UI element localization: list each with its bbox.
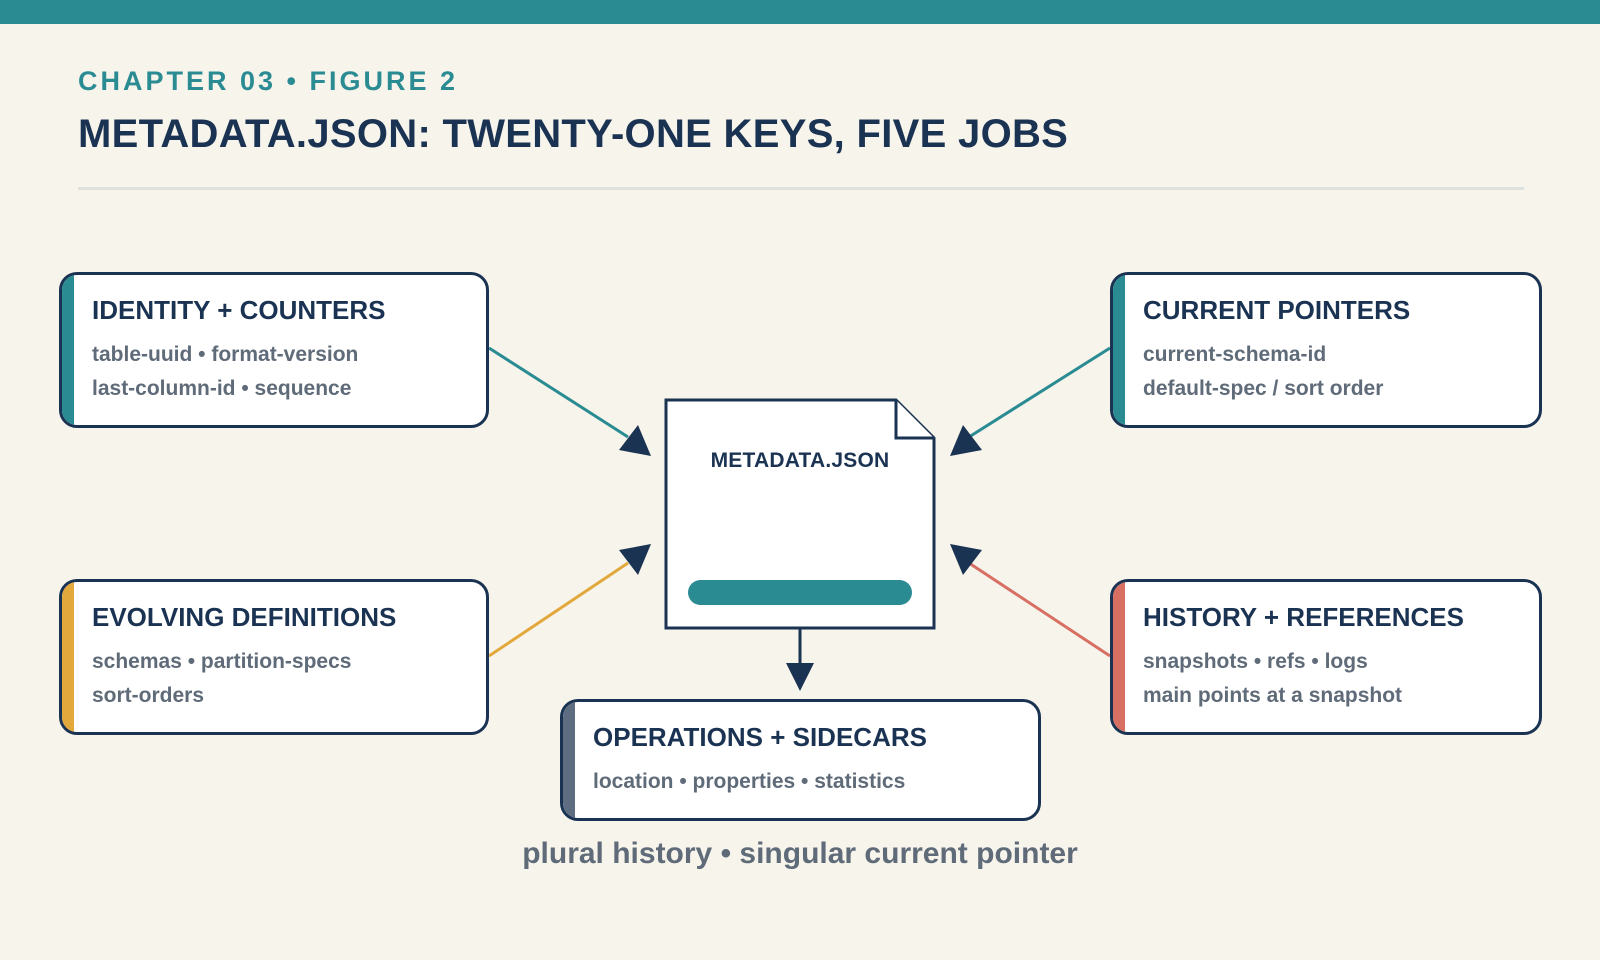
chapter-figure-label: CHAPTER 03 • FIGURE 2 xyxy=(78,66,459,96)
top-accent-bar xyxy=(0,0,1600,24)
card-title: EVOLVING DEFINITIONS xyxy=(92,602,397,632)
metadata-document-label: METADATA.JSON xyxy=(710,449,890,472)
page-title: METADATA.JSON: TWENTY-ONE KEYS, FIVE JOB… xyxy=(78,112,1069,156)
card-keys-line: main points at a snapshot xyxy=(1143,684,1403,707)
arrowhead-identity xyxy=(619,425,651,456)
evolving-definitions-card: EVOLVING DEFINITIONS schemas • partition… xyxy=(59,579,489,735)
card-keys-line: table-uuid • format-version xyxy=(92,343,359,366)
arrowhead-evolving xyxy=(619,544,651,575)
metadata-document-icon xyxy=(664,398,936,630)
card-accent xyxy=(563,702,575,818)
document-fold xyxy=(894,400,934,440)
card-accent xyxy=(1113,582,1125,732)
card-accent xyxy=(1113,275,1125,425)
arrowhead-current xyxy=(950,425,982,456)
card-keys-line: location • properties • statistics xyxy=(593,770,906,793)
title-divider xyxy=(78,187,1524,190)
card-keys-line: snapshots • refs • logs xyxy=(1143,650,1368,673)
current-pointers-card: CURRENT POINTERS current-schema-id defau… xyxy=(1110,272,1542,428)
operations-sidecars-card: OPERATIONS + SIDECARS location • propert… xyxy=(560,699,1041,821)
card-title: HISTORY + REFERENCES xyxy=(1143,602,1464,632)
connector-identity xyxy=(488,346,629,439)
document-progress-bar xyxy=(688,580,912,605)
history-references-card: HISTORY + REFERENCES snapshots • refs • … xyxy=(1110,579,1542,735)
card-keys-line: sort-orders xyxy=(92,684,205,707)
card-title: OPERATIONS + SIDECARS xyxy=(593,722,927,752)
card-title: CURRENT POINTERS xyxy=(1143,295,1411,325)
card-accent xyxy=(62,582,74,732)
arrowhead-operations xyxy=(786,663,814,691)
footer-tagline: plural history • singular current pointe… xyxy=(522,837,1078,870)
card-title: IDENTITY + COUNTERS xyxy=(92,295,386,325)
card-keys-line: schemas • partition-specs xyxy=(92,650,352,673)
card-accent xyxy=(62,275,74,425)
card-keys-line: last-column-id • sequence xyxy=(92,377,352,400)
card-keys-line: default-spec / sort order xyxy=(1143,377,1384,400)
connector-current xyxy=(968,346,1111,439)
identity-counters-card: IDENTITY + COUNTERS table-uuid • format-… xyxy=(59,272,489,428)
connector-evolving xyxy=(488,561,629,658)
card-keys-line: current-schema-id xyxy=(1143,343,1327,366)
connector-history xyxy=(968,561,1111,658)
arrowhead-history xyxy=(950,544,982,575)
